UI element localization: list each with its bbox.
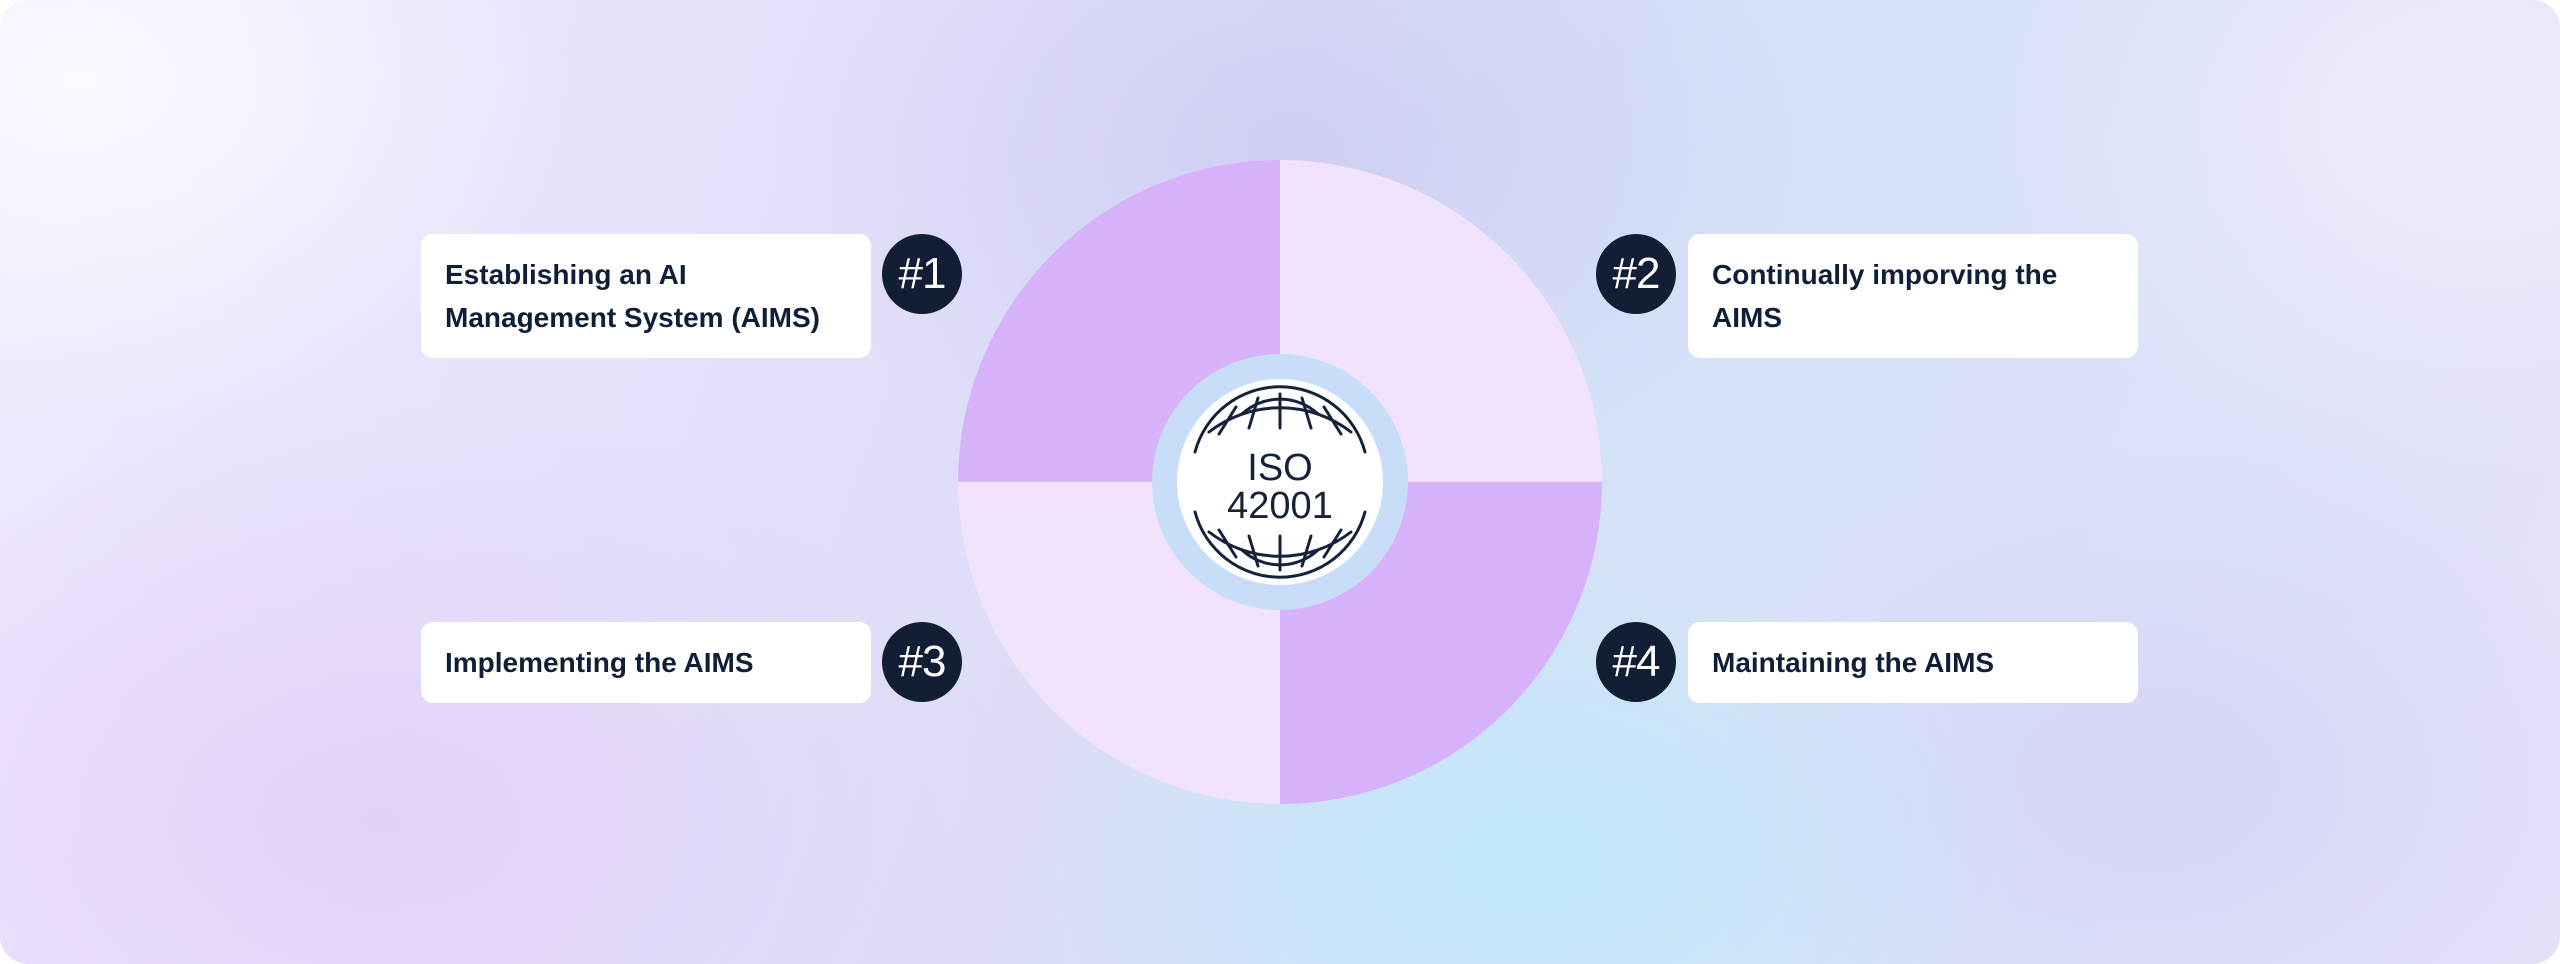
step-title-1: Establishing an AI Management System (AI…	[445, 259, 820, 333]
step-badge-4: #4	[1596, 622, 1676, 702]
step-card-4: Maintaining the AIMS	[1688, 622, 2138, 703]
step-title-2: Continually imporving the AIMS	[1712, 259, 2058, 333]
globe-icon	[1193, 385, 1367, 579]
center-label-iso: ISO	[1247, 447, 1312, 489]
step-card-3: Implementing the AIMS	[421, 622, 871, 703]
step-badge-1: #1	[882, 234, 962, 314]
cycle-wheel: ISO 42001	[958, 160, 1602, 804]
step-badge-3: #3	[882, 622, 962, 702]
step-card-2: Continually imporving the AIMS	[1688, 234, 2138, 358]
center-disc	[1177, 379, 1383, 585]
center-label-number: 42001	[1227, 485, 1333, 527]
step-title-4: Maintaining the AIMS	[1712, 647, 1995, 678]
step-badge-2: #2	[1596, 234, 1676, 314]
step-card-1: Establishing an AI Management System (AI…	[421, 234, 871, 358]
step-title-3: Implementing the AIMS	[445, 647, 754, 678]
